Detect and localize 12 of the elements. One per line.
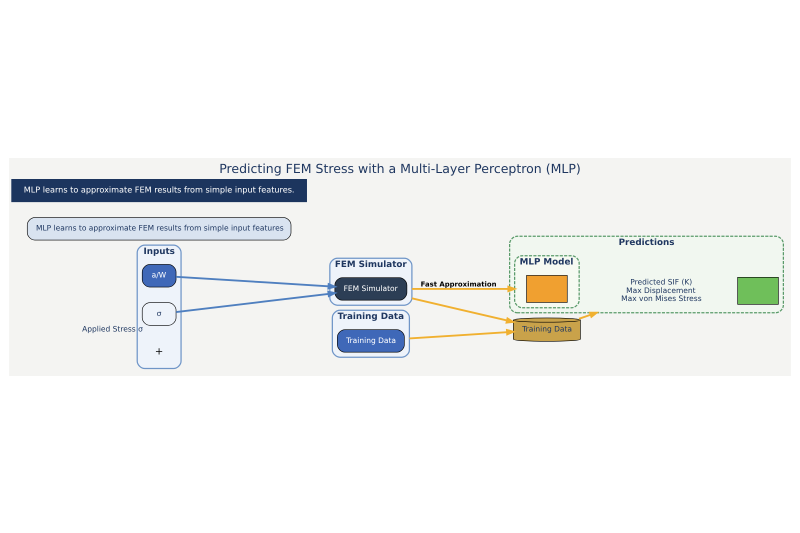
diagram-title: Predicting FEM Stress with a Multi-Layer Perceptron (MLP)	[219, 160, 581, 176]
label: +	[154, 346, 164, 358]
node-box	[526, 274, 568, 302]
arrow	[176, 275, 338, 290]
arrow	[578, 311, 600, 320]
arrow	[409, 328, 516, 339]
arrow	[412, 284, 518, 292]
node-box	[737, 276, 779, 304]
cluster: MLP Model	[514, 254, 580, 308]
arrow	[176, 290, 338, 312]
arrow	[412, 296, 516, 324]
label: MLP learns to approximate FEM results from simple input features.	[24, 184, 295, 194]
